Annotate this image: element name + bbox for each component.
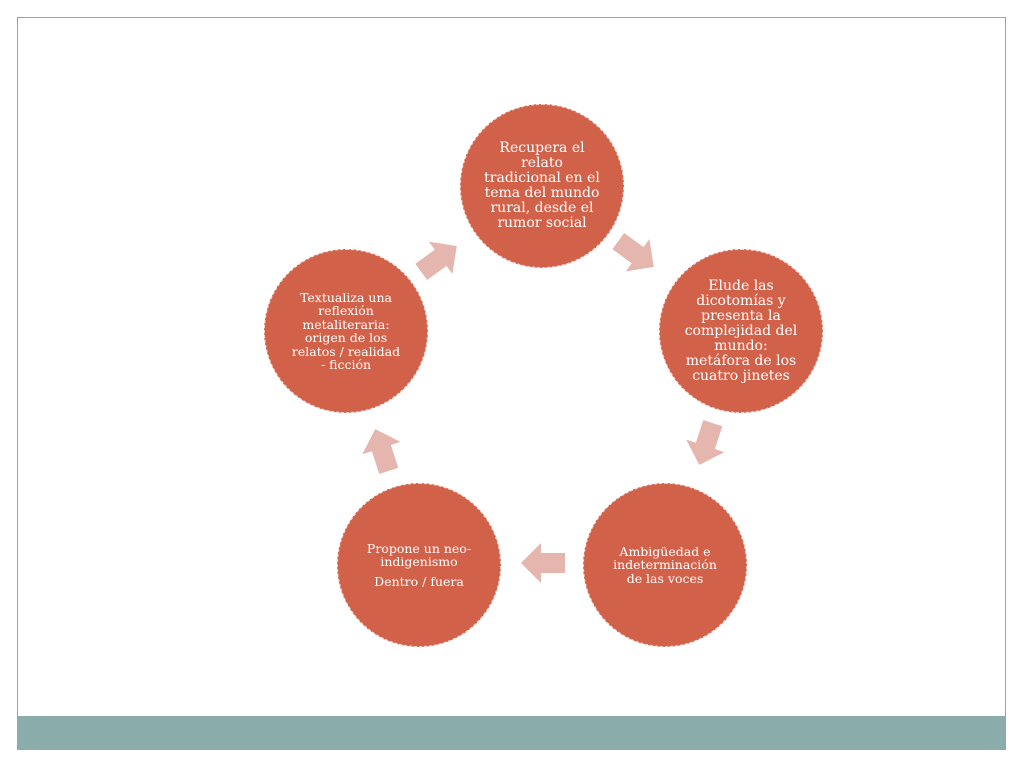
chevron-arrow-icon xyxy=(606,225,665,283)
cycle-node-label: Propone un neo- indigenismo xyxy=(366,540,472,570)
cycle-node-label: Ambigüedad e indeterminación de las voce… xyxy=(613,543,717,586)
cycle-node-label: Textualiza una reflexión metaliteraria: … xyxy=(291,289,401,372)
cycle-node-recupera: Recupera el relato tradicional en el tem… xyxy=(460,104,624,268)
cycle-node-elude: Elude las dicotomías y presenta la compl… xyxy=(659,249,823,413)
chevron-arrow-icon xyxy=(356,423,408,477)
footer-band xyxy=(17,716,1006,750)
cycle-node-label-group: Propone un neo- indigenismo Dentro / fue… xyxy=(353,528,485,602)
chevron-arrow-icon xyxy=(409,230,468,288)
cycle-node-propone: Propone un neo- indigenismo Dentro / fue… xyxy=(337,483,501,647)
cycle-node-label: Elude las dicotomías y presenta la compl… xyxy=(684,277,798,384)
chevron-arrow-icon xyxy=(521,543,565,583)
chevron-arrow-icon xyxy=(680,417,732,471)
cycle-node-textualiza: Textualiza una reflexión metaliteraria: … xyxy=(264,249,428,413)
cycle-node-sublabel: Dentro / fuera xyxy=(374,573,464,589)
cycle-node-label: Recupera el relato tradicional en el tem… xyxy=(484,140,600,231)
cycle-node-ambiguedad: Ambigüedad e indeterminación de las voce… xyxy=(583,483,747,647)
